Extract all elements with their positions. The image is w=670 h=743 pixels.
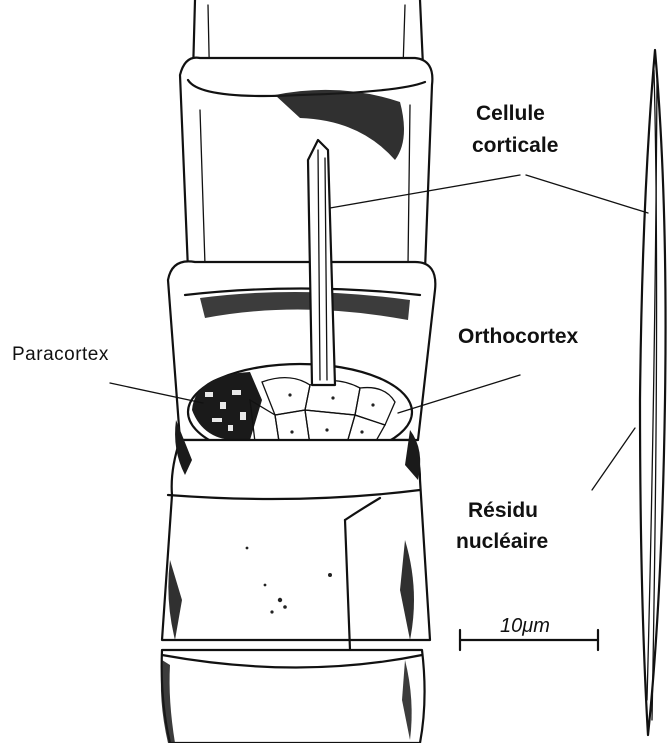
bottom-cuticle-band: [162, 650, 425, 743]
label-paracortex: Paracortex: [12, 344, 109, 365]
label-orthocortex: Orthocortex: [458, 325, 579, 348]
fiber-illustration: [161, 0, 435, 743]
scale-bar-label: 10μm: [500, 615, 550, 637]
leader-cortical-cell-right: [526, 175, 648, 213]
isolated-cortical-cell: [640, 50, 666, 735]
scale-bar: 10μm: [460, 615, 598, 650]
label-cortical-cell-line1: Cellule: [476, 102, 545, 125]
label-nuclear-residue-line2: nucléaire: [456, 530, 548, 553]
label-nuclear-residue-line1: Résidu: [468, 499, 538, 522]
label-cortical-cell-line2: corticale: [472, 134, 558, 157]
lower-cuticle-band: [162, 440, 430, 640]
leader-nuclear-residue: [592, 428, 635, 490]
